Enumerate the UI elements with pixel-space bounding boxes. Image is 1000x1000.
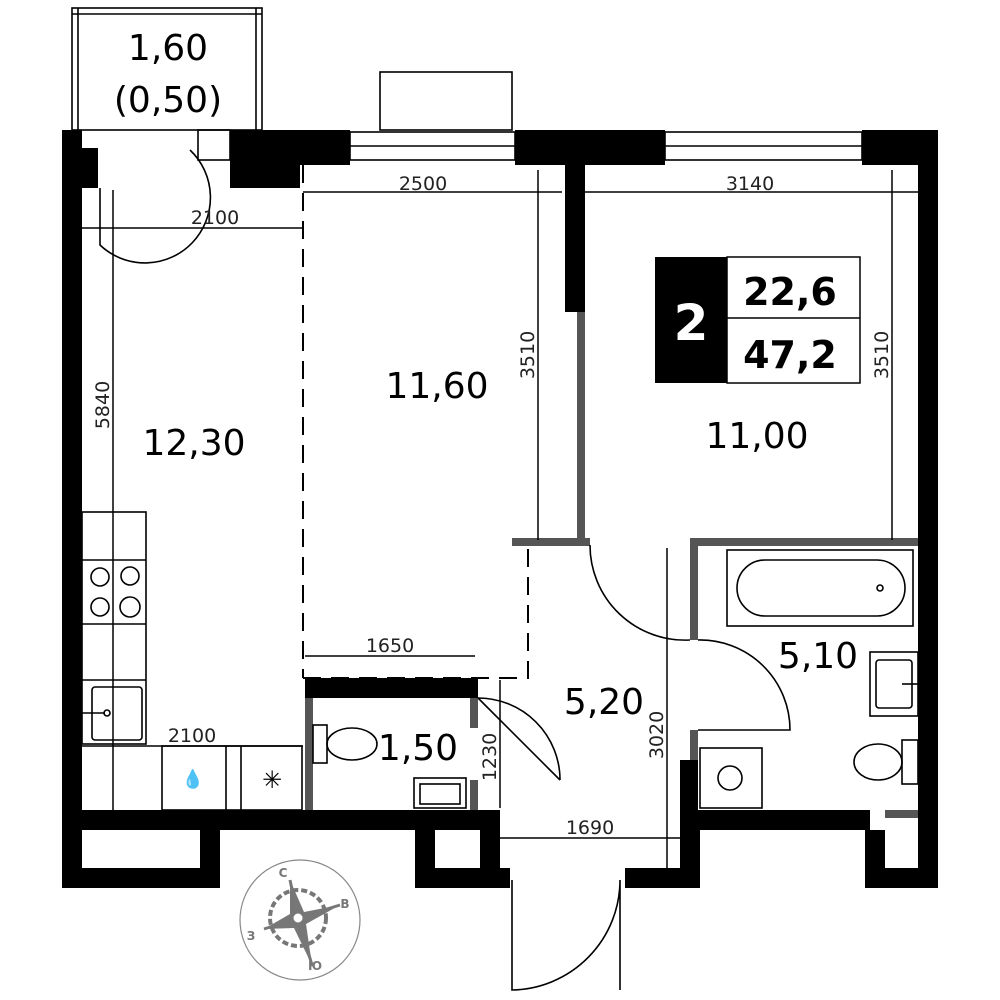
dim-kitchen-bottom-width: 2100 — [168, 725, 216, 747]
dim-living-lower-width: 1650 — [366, 635, 414, 657]
rooms-count: 2 — [674, 294, 709, 352]
walls — [62, 130, 938, 888]
area-living: 11,60 — [385, 366, 488, 407]
compass-west: З — [247, 929, 256, 943]
wc-sink-icon — [413, 777, 467, 809]
dim-living-depth: 3510 — [517, 331, 539, 379]
area-kitchen: 12,30 — [142, 423, 245, 464]
bath-sink-icon — [869, 651, 919, 717]
doors — [99, 149, 791, 991]
ventilation-icon: ✳ — [262, 766, 282, 794]
dim-bedroom-width: 3140 — [726, 173, 774, 195]
toilet-icon — [312, 724, 378, 764]
compass-north: С — [279, 866, 288, 880]
water-heater-icon: 💧 — [182, 768, 204, 789]
area-hall: 5,20 — [564, 682, 644, 723]
area-bathroom: 5,10 — [778, 636, 858, 677]
living-area: 22,6 — [743, 270, 837, 314]
area-bedroom: 11,00 — [705, 416, 808, 457]
washing-machine-icon — [699, 747, 763, 809]
dim-kitchen-length: 5840 — [92, 381, 114, 429]
total-area: 47,2 — [743, 333, 837, 377]
compass-south: Ю — [308, 959, 322, 973]
area-balcony: 1,60 — [128, 28, 208, 69]
dim-living-width: 2500 — [399, 173, 447, 195]
dimension-lines — [82, 170, 918, 868]
apartment-badge: 2 22,6 47,2 — [655, 256, 861, 384]
dim-hall-depth: 3020 — [646, 711, 668, 759]
window-living — [349, 71, 516, 161]
dim-hall-width: 1690 — [566, 817, 614, 839]
kitchen-furniture: 💧 ✳ — [81, 511, 303, 811]
compass-icon: С В З Ю — [239, 859, 361, 981]
area-balcony-reduced: (0,50) — [114, 80, 222, 121]
dim-bedroom-depth: 3510 — [871, 331, 893, 379]
kitchen-sink-icon — [82, 686, 143, 741]
bath-toilet-icon — [853, 739, 919, 785]
window-bedroom — [664, 131, 863, 161]
dim-kitchen-top-width: 2100 — [191, 207, 239, 229]
compass-east: В — [340, 897, 349, 911]
stove-icon — [90, 566, 141, 618]
balcony — [71, 7, 263, 161]
dim-wc-depth: 1230 — [479, 733, 501, 781]
area-wc: 1,50 — [378, 728, 458, 769]
bathtub-icon — [726, 549, 914, 627]
